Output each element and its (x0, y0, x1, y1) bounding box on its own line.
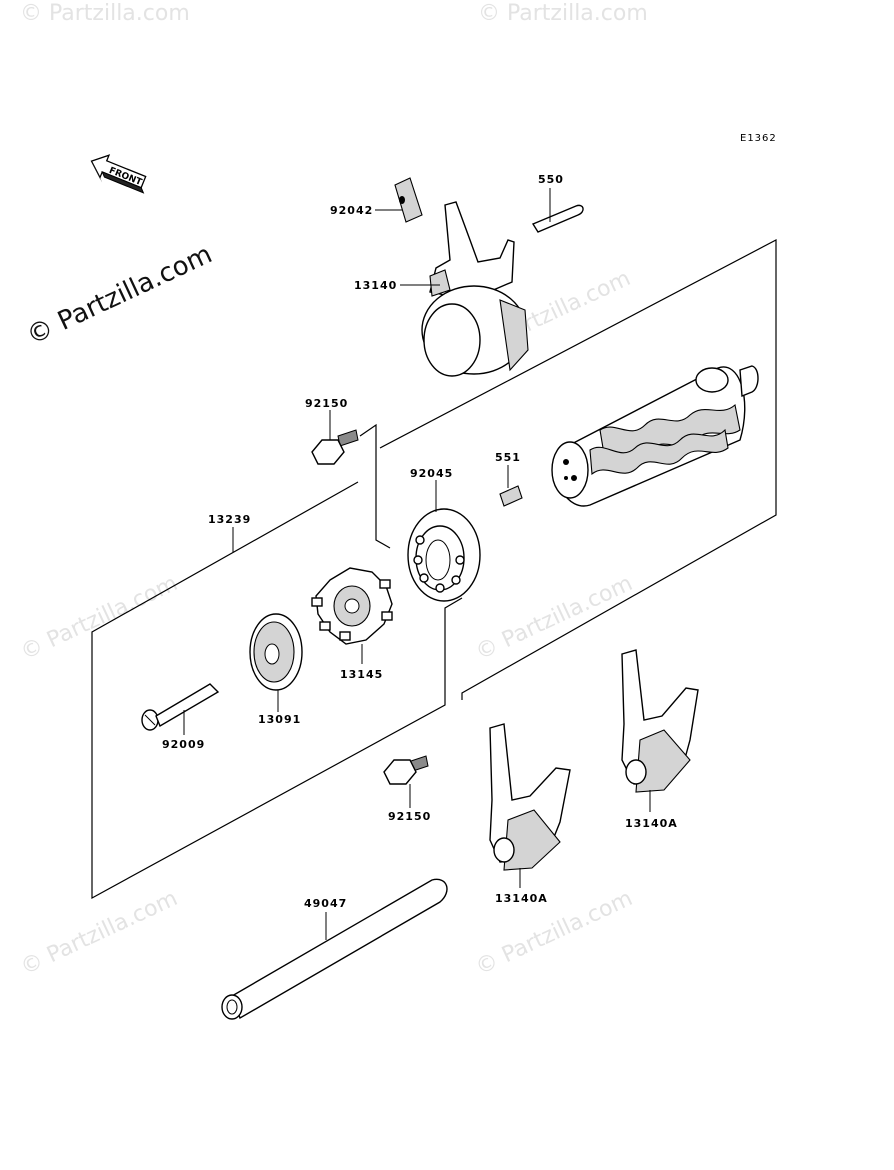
part-13145: 13145 (311, 567, 393, 681)
label-92009: 92009 (162, 738, 205, 751)
part-13140: 13140 (354, 201, 529, 377)
label-550: 550 (538, 173, 564, 186)
watermark-main: © Partzilla.com (22, 239, 217, 351)
label-92150-top: 92150 (305, 397, 348, 410)
label-13140A-left: 13140A (495, 892, 548, 905)
part-13239: 13239 (208, 513, 251, 552)
frame-drum-assembly (379, 239, 777, 700)
watermark: © Partzilla.com (17, 571, 181, 665)
part-92150-bottom: 92150 (383, 755, 431, 823)
part-13140A-right: 13140A (621, 649, 699, 830)
part-shift-drum (551, 365, 759, 507)
watermark: © Partzilla.com (17, 886, 181, 980)
part-551: 551 (495, 451, 523, 507)
frame-bracket (359, 423, 391, 549)
part-13091: 13091 (249, 613, 303, 726)
part-49047: 49047 (221, 878, 448, 1020)
label-13091: 13091 (258, 713, 301, 726)
part-13140A-left: 13140A (489, 723, 571, 905)
label-13140A-right: 13140A (625, 817, 678, 830)
label-92150-bottom: 92150 (388, 810, 431, 823)
label-13239: 13239 (208, 513, 251, 526)
part-92009: 92009 (141, 683, 220, 751)
front-arrow-icon: FRONT (90, 154, 147, 194)
label-13145: 13145 (340, 668, 383, 681)
label-49047: 49047 (304, 897, 347, 910)
watermark: © Partzilla.com (478, 1, 648, 26)
watermark: © Partzilla.com (472, 571, 636, 665)
label-13140: 13140 (354, 279, 397, 292)
part-92042: 92042 (330, 177, 423, 223)
label-92045: 92045 (410, 467, 453, 480)
diagram-code: E1362 (740, 133, 777, 144)
label-551: 551 (495, 451, 521, 464)
label-92042: 92042 (330, 204, 373, 217)
part-550: 550 (531, 173, 584, 233)
frame-13239-assembly (91, 481, 463, 900)
part-92150-top: 92150 (305, 397, 359, 465)
watermark: © Partzilla.com (20, 1, 190, 26)
part-92045: 92045 (407, 467, 481, 602)
